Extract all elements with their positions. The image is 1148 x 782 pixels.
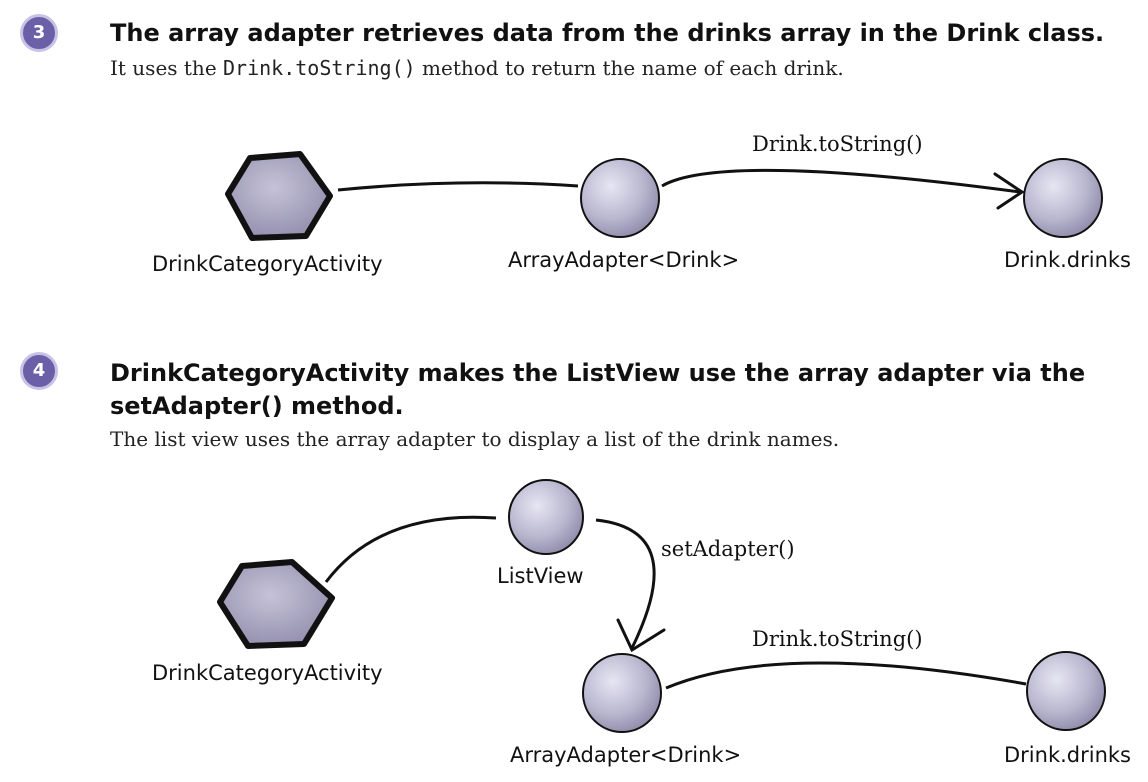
adapter-node-icon <box>580 158 660 238</box>
step-heading-line-2: setAdapter() method. <box>110 392 404 420</box>
node-label-listview: ListView <box>497 564 584 588</box>
edge-adapter-to-drinks <box>665 661 1027 690</box>
node-label-activity: DrinkCategoryActivity <box>152 252 383 276</box>
edge-label-setadapter: setAdapter() <box>661 537 795 561</box>
node-label-activity: DrinkCategoryActivity <box>152 661 383 685</box>
step-heading-line-1: DrinkCategoryActivity makes the ListView… <box>110 359 1086 387</box>
edge-label-tostring: Drink.toString() <box>752 132 923 156</box>
activity-hexagon-icon <box>217 559 335 649</box>
edge-adapter-to-drinks <box>661 168 1021 194</box>
activity-hexagon-icon <box>225 151 333 241</box>
adapter-node-icon <box>582 653 662 733</box>
step-number-badge: 4 <box>20 352 58 390</box>
edge-activity-to-adapter <box>337 181 579 192</box>
node-label-drinks: Drink.drinks <box>1004 743 1131 767</box>
description-text: method to return the name of each drink. <box>415 56 844 80</box>
edge-listview-to-adapter <box>595 518 656 649</box>
step-heading: The array adapter retrieves data from th… <box>110 19 1105 47</box>
step-description: The list view uses the array adapter to … <box>110 427 840 451</box>
code-text: Drink.toString() <box>223 56 416 80</box>
node-label-adapter: ArrayAdapter<Drink> <box>510 743 741 767</box>
description-text: It uses the <box>110 56 224 80</box>
edge-label-tostring: Drink.toString() <box>752 627 923 651</box>
node-label-drinks: Drink.drinks <box>1004 248 1131 272</box>
arrowhead-icon <box>616 618 666 653</box>
edge-activity-to-listview <box>324 515 497 583</box>
diagram-step-3: Drink.toString() DrinkCategoryActivity A… <box>152 132 1131 276</box>
drinks-node-icon <box>1023 158 1103 238</box>
drinks-node-icon <box>1026 651 1106 731</box>
listview-node-icon <box>508 479 584 555</box>
arrowhead-icon <box>993 172 1025 210</box>
step-description: It uses the Drink.toString() method to r… <box>110 54 844 82</box>
diagram-step-4: ListView setAdapter() Drink.toString() D… <box>152 479 1131 767</box>
node-label-adapter: ArrayAdapter<Drink> <box>508 248 739 272</box>
step-number-badge: 3 <box>20 14 58 52</box>
